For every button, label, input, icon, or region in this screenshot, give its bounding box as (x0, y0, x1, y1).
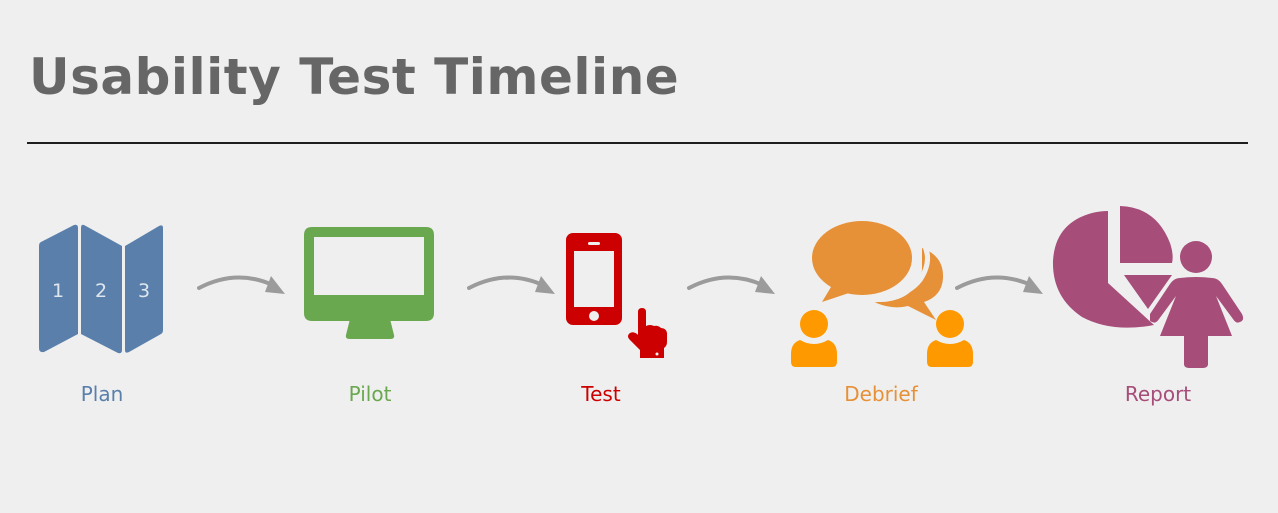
folded-map-icon: 1 2 3 (39, 224, 163, 354)
pie-chart-icon (1052, 206, 1173, 328)
arrow-icon (687, 275, 775, 294)
map-panel-1: 1 (52, 280, 64, 302)
page-title: Usability Test Timeline (29, 48, 680, 106)
step-label-test: Test (581, 382, 621, 406)
person-icon (927, 310, 973, 367)
arrow-icon (955, 275, 1043, 294)
smartphone-icon (566, 233, 622, 325)
woman-person-icon (1150, 241, 1244, 368)
step-label-debrief: Debrief (844, 382, 918, 406)
chat-bubbles-icon (812, 221, 944, 320)
monitor-icon (304, 227, 434, 339)
person-icon (791, 310, 837, 367)
step-label-report: Report (1124, 382, 1192, 406)
map-panel-3: 3 (138, 280, 150, 302)
tap-hand-icon (628, 308, 667, 358)
title-divider (27, 142, 1248, 144)
step-label-plan: Plan (80, 382, 124, 406)
arrow-icon (467, 275, 555, 294)
step-label-pilot: Pilot (348, 382, 392, 406)
map-panel-2: 2 (95, 280, 107, 302)
arrow-icon (197, 275, 285, 294)
